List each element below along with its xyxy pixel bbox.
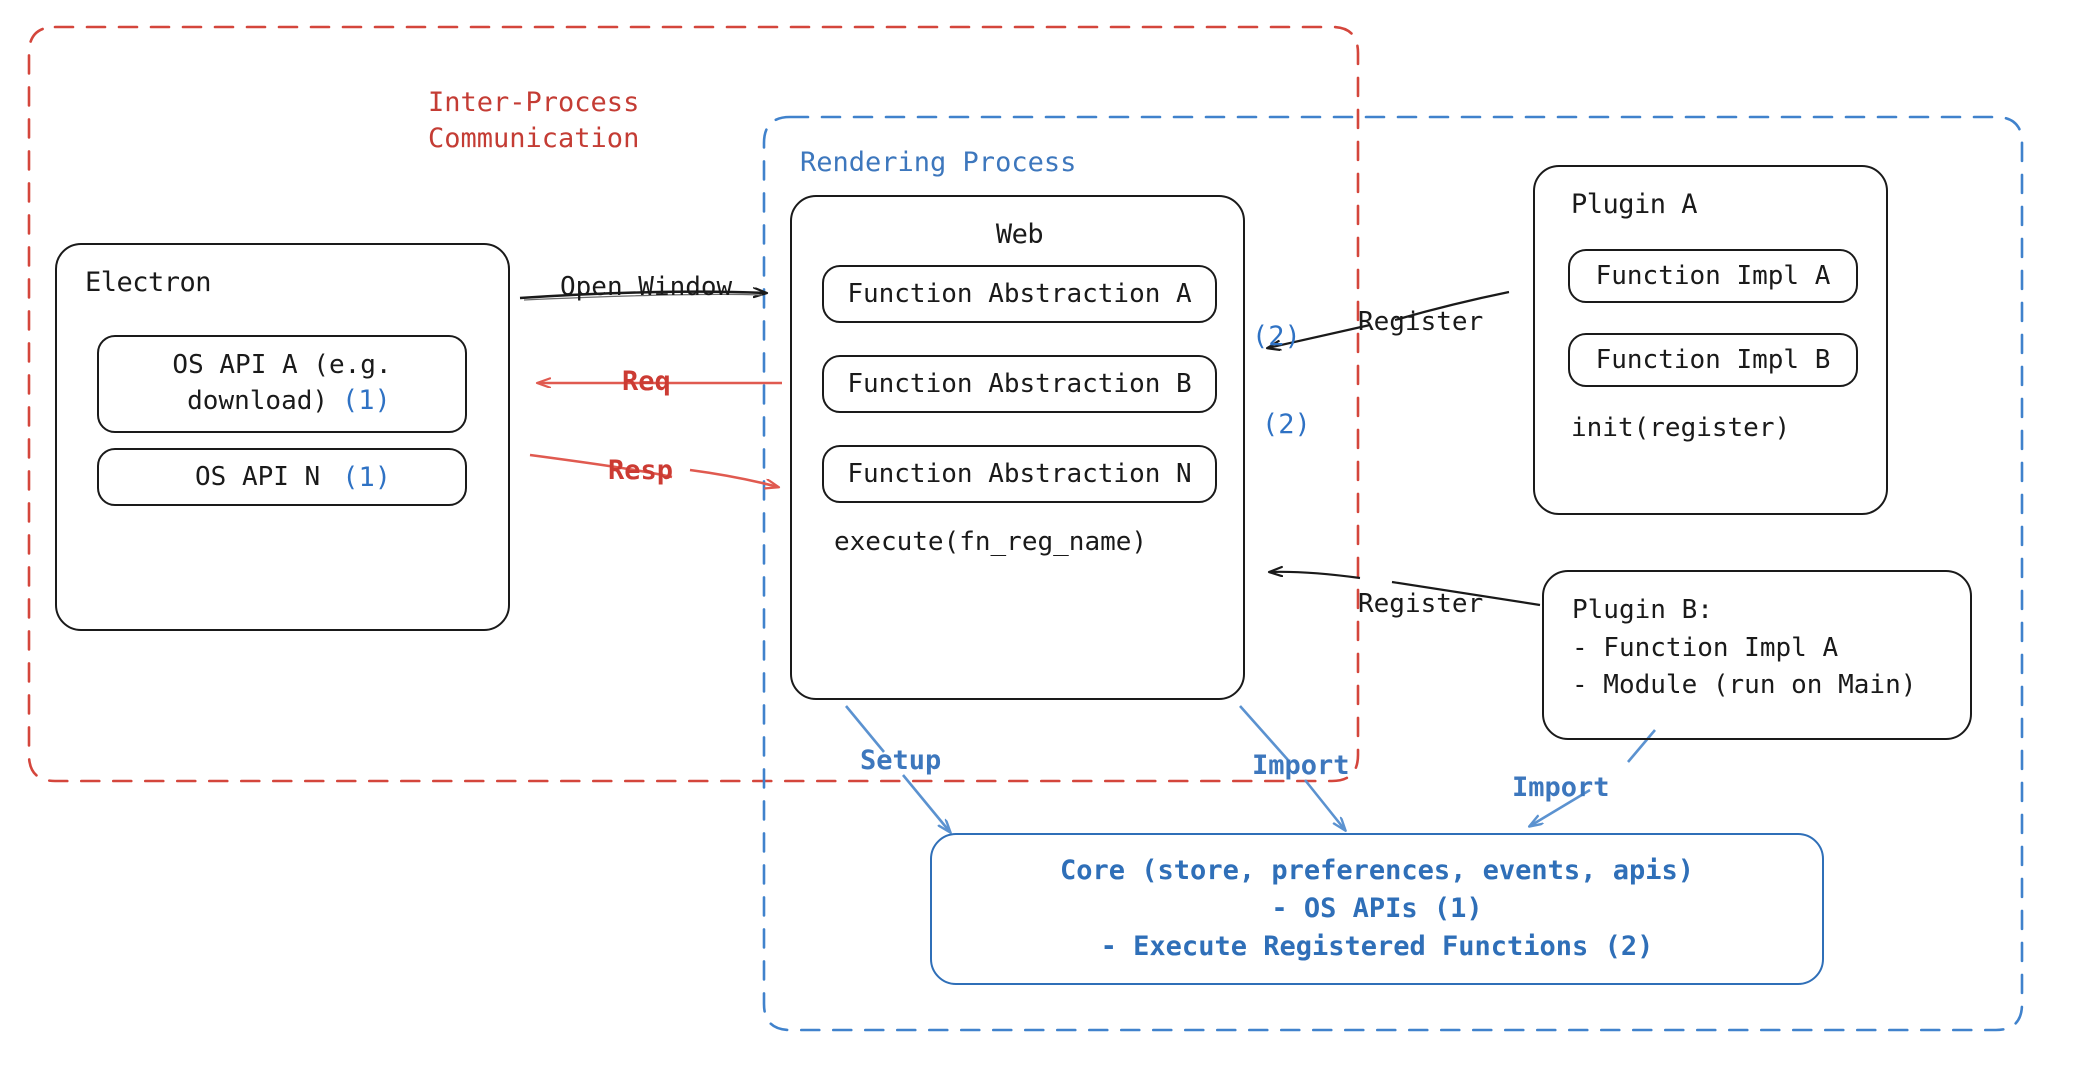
function-abstraction-a-marker: (2) xyxy=(1252,321,1301,352)
plugin-a-impl-a-box[interactable]: Function Impl A xyxy=(1568,249,1858,303)
edge-label-setup: Setup xyxy=(860,745,942,776)
plugin-b-item-1: - Module (run on Main) xyxy=(1572,670,1917,701)
core-line-1: Core (store, preferences, events, apis) xyxy=(1060,854,1694,886)
plugin-a-impl-a-label: Function Impl A xyxy=(1595,261,1831,291)
function-abstraction-n-box[interactable]: Function Abstraction N xyxy=(822,445,1217,503)
web-title: Web xyxy=(995,219,1044,250)
function-abstraction-a-label: Function Abstraction A xyxy=(847,279,1192,309)
os-api-a-marker: (1) xyxy=(342,385,391,416)
function-abstraction-a-box[interactable]: Function Abstraction A xyxy=(822,265,1217,323)
os-api-a-line1: OS API A (e.g. xyxy=(172,350,392,381)
edge-label-import-web: Import xyxy=(1252,750,1350,781)
function-abstraction-n-label: Function Abstraction N xyxy=(847,459,1192,489)
function-abstraction-b-label: Function Abstraction B xyxy=(847,369,1192,399)
os-api-a-text: OS API A (e.g. download) (1) xyxy=(172,349,391,419)
ipc-label-line1: Inter-Process xyxy=(428,87,640,118)
core-line-3: - Execute Registered Functions (2) xyxy=(1100,931,1654,963)
edge-label-register-plugin-b: Register xyxy=(1358,589,1484,619)
plugin-a-impl-b-label: Function Impl B xyxy=(1595,345,1831,375)
web-box: Web Function Abstraction A Function Abst… xyxy=(790,195,1245,700)
function-abstraction-b-box[interactable]: Function Abstraction B xyxy=(822,355,1217,413)
plugin-a-box: Plugin A Function Impl A Function Impl B… xyxy=(1533,165,1888,515)
os-api-n-marker: (1) xyxy=(342,461,391,493)
electron-title: Electron xyxy=(85,267,212,298)
os-api-a-box[interactable]: OS API A (e.g. download) (1) xyxy=(97,335,467,433)
core-box: Core (store, preferences, events, apis) … xyxy=(930,833,1824,985)
edge-label-import-plugin-b: Import xyxy=(1512,772,1610,803)
plugin-b-box: Plugin B: - Function Impl A - Module (run … xyxy=(1542,570,1972,740)
os-api-n-box[interactable]: OS API N (1) xyxy=(97,448,467,506)
edge-label-req: Req xyxy=(622,366,671,397)
ipc-label-line2: Communication xyxy=(428,122,640,154)
plugin-a-title: Plugin A xyxy=(1571,189,1698,220)
core-line-2: - OS APIs (1) xyxy=(1271,892,1483,924)
electron-box: Electron OS API A (e.g. download) (1) OS A… xyxy=(55,243,510,631)
plugin-a-init-label: init(register) xyxy=(1571,413,1791,443)
plugin-b-title: Plugin B: xyxy=(1572,595,1713,625)
os-api-n-label: OS API N xyxy=(194,462,321,492)
plugin-b-content: Plugin B: - Function Impl A - Module (run … xyxy=(1572,592,1916,705)
edge-label-resp: Resp xyxy=(608,455,674,486)
edge-label-open-window: Open Window xyxy=(560,272,733,302)
plugin-b-item-0: - Function Impl A xyxy=(1572,632,1839,663)
function-abstraction-b-marker: (2) xyxy=(1262,409,1311,440)
plugin-a-impl-b-box[interactable]: Function Impl B xyxy=(1568,333,1858,387)
os-api-a-line2: download) xyxy=(187,386,329,416)
web-execute-label: execute(fn_reg_name) xyxy=(834,527,1148,557)
rendering-region-label: Rendering Process xyxy=(800,147,1077,178)
edge-label-register-plugin-a: Register xyxy=(1358,307,1484,337)
